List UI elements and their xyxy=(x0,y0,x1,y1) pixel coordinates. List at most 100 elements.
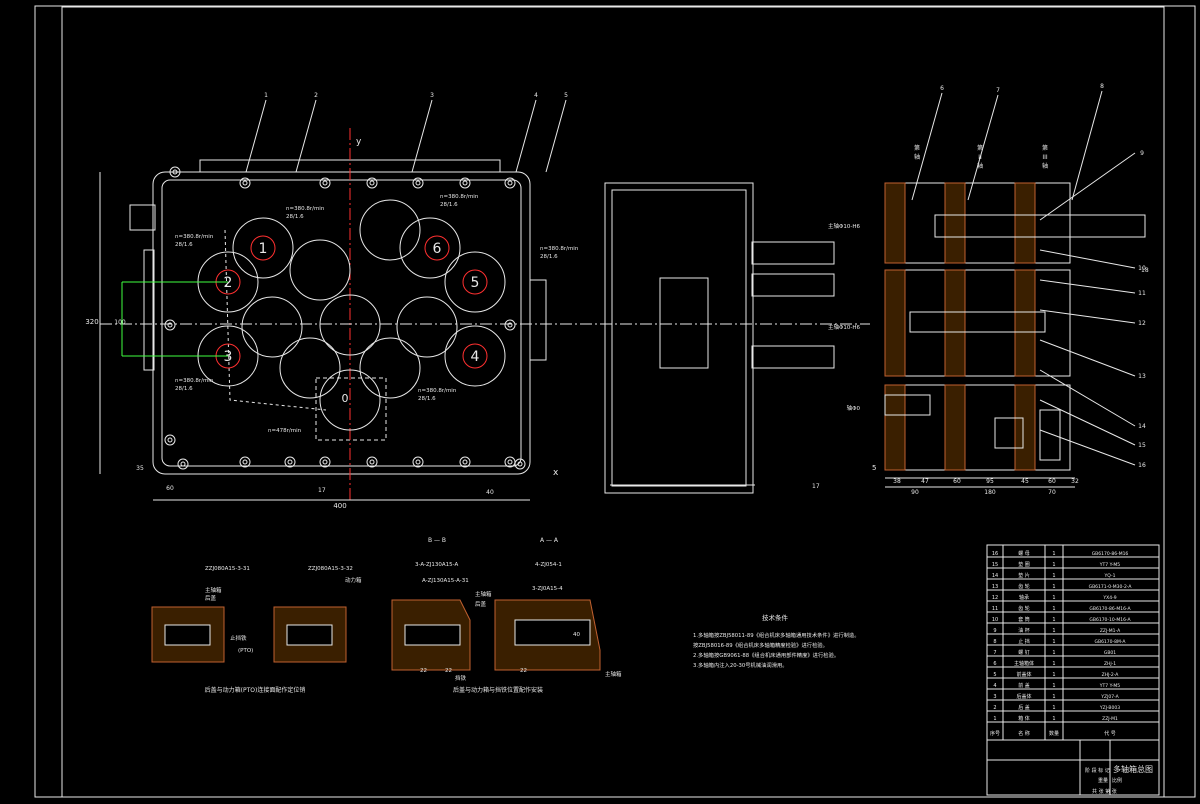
gear-circle xyxy=(241,296,303,358)
bom-name: 止 挡 xyxy=(1018,638,1030,645)
bom-no: 8 xyxy=(993,639,996,645)
gear-circle xyxy=(279,337,341,399)
tech-req-title: 技术条件 xyxy=(762,613,789,622)
callout-number: 5 xyxy=(564,92,568,99)
dimension: 38 xyxy=(893,478,901,485)
bom-name: 垫 圈 xyxy=(1018,561,1030,568)
bom-code: GB6170-8M-A xyxy=(1095,639,1127,645)
shaft-1 xyxy=(934,214,1146,238)
bolt-hole xyxy=(164,434,176,446)
bom-qty: 1 xyxy=(1052,639,1055,645)
bom-qty: 1 xyxy=(1052,606,1055,612)
spindle-4 xyxy=(462,343,488,369)
gear-circle xyxy=(444,251,506,313)
dimension: 60 xyxy=(953,478,961,485)
callout-number: 9 xyxy=(1140,150,1144,157)
bolt-hole xyxy=(284,456,296,468)
spindle-1 xyxy=(250,235,276,261)
bom-name: 前 盖 xyxy=(1018,682,1030,689)
section-label: A — A xyxy=(540,537,559,544)
detail-left xyxy=(151,606,347,663)
bom-qty: 1 xyxy=(1052,683,1055,689)
bom-qty: 1 xyxy=(1052,584,1055,590)
callout-number: 18 xyxy=(1141,267,1149,274)
bolt-hole xyxy=(412,456,424,468)
bom-name: 齿 轮 xyxy=(1018,605,1030,612)
bom-header: 代 号 xyxy=(1104,730,1116,737)
spindle-note: 28/1.6 xyxy=(540,254,558,260)
spindle-note: 28/1.6 xyxy=(175,242,193,248)
callout-number: 13 xyxy=(1138,373,1146,380)
detail-label: 3-A-ZJ130A15-A xyxy=(415,562,459,568)
gear-circle xyxy=(289,239,351,301)
bom-code: YX4-9 xyxy=(1102,595,1116,601)
spindle-note: n=380.8r/min xyxy=(540,246,579,252)
bom-qty: 1 xyxy=(1052,628,1055,634)
bolt-hole xyxy=(366,177,378,189)
title-block xyxy=(986,544,1160,796)
gear-circle xyxy=(319,294,381,356)
callout-number: 14 xyxy=(1138,423,1146,430)
spindle-number: 3 xyxy=(224,349,233,365)
bom-no: 11 xyxy=(992,606,998,612)
dimension: 90 xyxy=(911,489,919,496)
bolt-hole xyxy=(459,456,471,468)
bom-no: 1 xyxy=(993,716,996,722)
detail-title: 后盖与动力箱(PTO)连接面配作定位销 xyxy=(205,686,306,694)
x-axis-label: x xyxy=(553,468,559,478)
bom-no: 4 xyxy=(993,683,996,689)
bom-name: 后 盖 xyxy=(1018,704,1030,711)
bom-code: GB6170-86-M16 xyxy=(1092,551,1129,557)
section-label: 轴 xyxy=(977,162,983,170)
bom-no: 9 xyxy=(993,628,996,634)
gear-circle xyxy=(359,199,421,261)
bolt-hole xyxy=(514,458,526,470)
spindle-note: n=380.8r/min xyxy=(440,194,479,200)
section-label: 轴 xyxy=(1042,162,1048,170)
bom-name: 轴承 xyxy=(1019,594,1029,601)
bom-name: 套 筒 xyxy=(1018,616,1030,623)
bom-code: ZHJ-1 xyxy=(1104,661,1116,667)
dimension: 70 xyxy=(1048,489,1056,496)
dimension: 95 xyxy=(986,478,994,485)
detail-label: 止挡铁 xyxy=(230,634,247,642)
bom-no: 16 xyxy=(992,551,998,557)
detail-label: ZZJ080A15-3-31 xyxy=(205,566,250,572)
detail-right xyxy=(391,599,601,671)
bom-qty: 1 xyxy=(1052,716,1055,722)
gear-circle xyxy=(399,217,461,279)
bom-code: GB6170-10-M16-A xyxy=(1089,617,1131,623)
right-boss xyxy=(529,279,547,361)
section-label: B — B xyxy=(428,537,446,544)
bom-qty: 1 xyxy=(1052,551,1055,557)
gear-circle xyxy=(319,369,381,431)
detail-label: 挡铁 xyxy=(455,674,467,682)
callout-number: 8 xyxy=(1100,83,1104,90)
spindle-number: 2 xyxy=(224,275,233,291)
bom-name: 油 杯 xyxy=(1018,627,1030,634)
bom-no: 7 xyxy=(993,650,996,656)
bom-header: 数量 xyxy=(1049,730,1059,737)
spindle-note: 28/1.6 xyxy=(286,214,304,220)
section-label: 轴 xyxy=(914,153,920,161)
bom-no: 14 xyxy=(992,573,998,579)
callout-number: 3 xyxy=(430,92,434,99)
left-boss xyxy=(143,249,155,371)
side-view-1 xyxy=(604,182,835,494)
title-block-label: 共 张 第 张 xyxy=(1092,788,1117,795)
inner-frame xyxy=(61,6,1165,798)
bom-code: GB6171-0-M30-2-A xyxy=(1089,584,1133,590)
callout-number: 17 xyxy=(318,487,326,494)
callout-number: 6 xyxy=(940,85,944,92)
callout-number: 4 xyxy=(534,92,538,99)
inlet-pipe xyxy=(129,204,156,231)
bolt-hole xyxy=(459,177,471,189)
shaft-label: 主轴Φ10-H6 xyxy=(828,323,860,331)
title-block-label: 重量 xyxy=(1098,777,1108,784)
bom-header: 序号 xyxy=(990,730,1000,737)
callout-number: 10 xyxy=(1138,265,1146,272)
bom-code: YQ-1 xyxy=(1104,573,1116,579)
bom-code: GB6170-86-M16-A xyxy=(1089,606,1131,612)
bom-code: ZZJ-M1-A xyxy=(1100,628,1121,634)
